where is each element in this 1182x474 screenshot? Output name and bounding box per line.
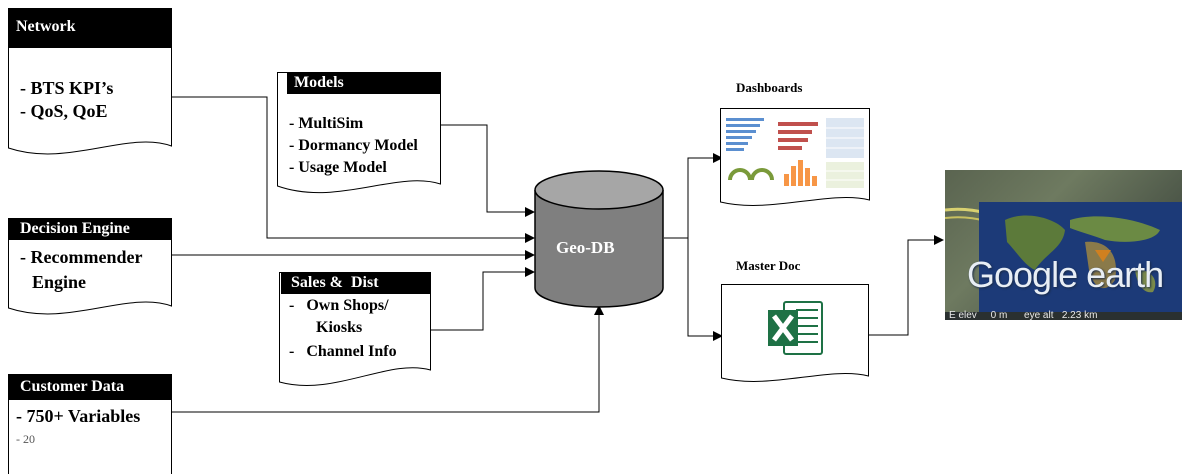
- excel-icon: [768, 301, 823, 355]
- models-item-3: - Usage Model: [289, 159, 387, 176]
- decision-engine-item-2: Engine: [32, 272, 87, 292]
- sales-dist-box: Sales & Dist - Own Shops/ Kiosks - Chann…: [279, 272, 431, 392]
- master-doc-document: [721, 284, 869, 386]
- models-box: Models - MultiSim - Dormancy Model - Usa…: [277, 72, 441, 198]
- models-item-2: - Dormancy Model: [289, 137, 418, 154]
- google-earth-image: Google earth E elev 0 m eye alt 2.23 km: [945, 170, 1182, 320]
- network-to-geodb-connector: [172, 96, 535, 243]
- sales-dist-title: Sales & Dist: [291, 274, 379, 292]
- dashboards-label: Dashboards: [736, 80, 803, 95]
- dashboard-image: [720, 108, 870, 206]
- sales-to-geodb-connector: [430, 267, 535, 331]
- dashboards-thumbnail: [720, 108, 870, 210]
- database-icon: [534, 170, 664, 308]
- sales-dist-item-3: - Channel Info: [289, 343, 397, 360]
- models-item-1: - MultiSim: [289, 115, 364, 132]
- customer-data-box: Customer Data - 750+ Variables - 20: [8, 374, 172, 474]
- decision-engine-box: Decision Engine - Recommender Engine: [8, 218, 172, 318]
- geo-db-label: Geo-DB: [556, 238, 615, 257]
- google-earth-background: [945, 202, 1182, 320]
- master-doc-label: Master Doc: [736, 258, 801, 273]
- google-earth-logo: Google earth: [967, 254, 1164, 295]
- network-item-1: - BTS KPI’s: [20, 78, 114, 98]
- geo-db-cylinder: Geo-DB: [534, 170, 664, 310]
- customer-data-item-2: - 20: [16, 432, 35, 446]
- geodb-to-masterdoc-connector: [687, 238, 723, 341]
- decision-engine-item-1: - Recommender: [20, 247, 143, 267]
- customer-data-item-1: - 750+ Variables: [16, 406, 141, 426]
- network-item-2: - QoS, QoE: [20, 101, 108, 121]
- models-title: Models: [294, 74, 344, 92]
- customer-to-geodb-connector: [172, 305, 604, 413]
- google-earth-status-bar: E elev 0 m eye alt 2.23 km: [949, 310, 1098, 320]
- geodb-to-dashboards-connector: [687, 153, 723, 238]
- models-to-geodb-connector: [440, 124, 535, 217]
- decision-engine-title: Decision Engine: [20, 220, 130, 238]
- sales-dist-item-1: - Own Shops/: [289, 297, 389, 314]
- sales-dist-item-2: Kiosks: [316, 319, 363, 336]
- network-document-shape: [8, 8, 172, 155]
- network-title: Network: [16, 18, 76, 36]
- masterdoc-to-earth-connector: [868, 235, 944, 336]
- customer-data-title: Customer Data: [20, 378, 125, 396]
- network-box: Network - BTS KPI’s - QoS, QoE: [8, 8, 172, 156]
